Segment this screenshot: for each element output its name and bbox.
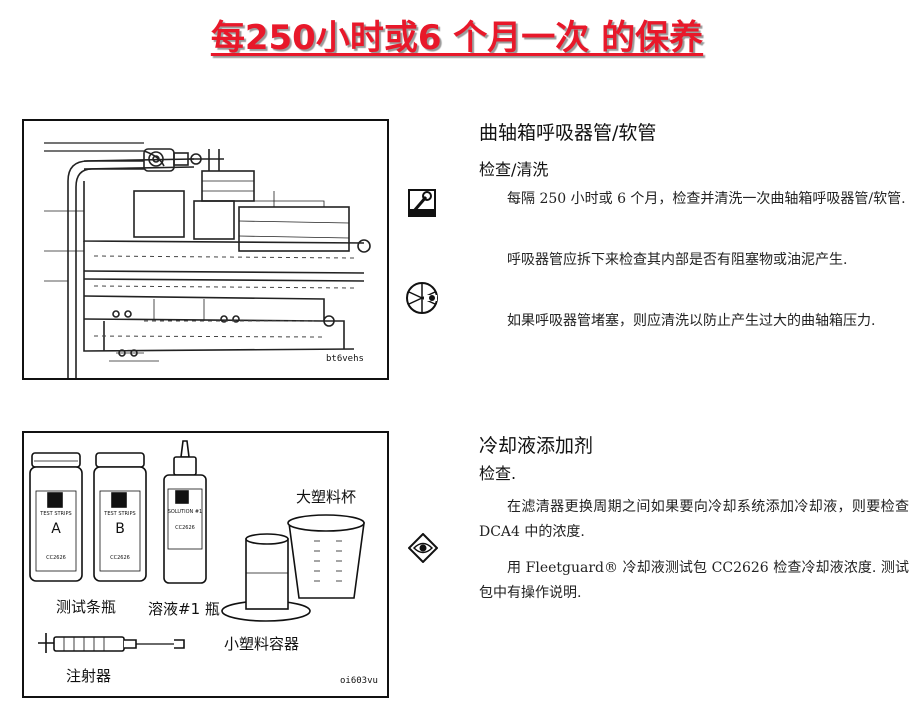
figure-code: oi603vu — [340, 676, 378, 686]
section1-heading: 曲轴箱呼吸器管/软管 — [479, 122, 657, 144]
crankcase-breather-figure: bt6vehs — [22, 119, 389, 380]
section2-paragraph: 在滤清器更换周期之间如果要向冷却系统添加冷却液，则要检查 DCA4 中的浓度. — [479, 499, 909, 540]
section2-heading: 冷却液添加剂 — [479, 435, 594, 457]
bottle-a-code: CC2626 — [46, 555, 66, 561]
large-cup-label: 大塑料杯 — [296, 488, 357, 506]
section1-paragraph: 呼吸器管应拆下来检查其内部是否有阻塞物或油泥产生. — [507, 252, 848, 268]
coolant-test-kit-figure: TEST STRIPS A CC2626 TEST STRIPS B CC262… — [22, 431, 389, 698]
section2-subheading: 检查. — [479, 464, 517, 483]
bottle-b-code: CC2626 — [110, 555, 130, 561]
bottle-b-letter: B — [115, 521, 125, 537]
page-title: 每250小时或6 个月一次 的保养 — [210, 18, 704, 58]
clean-icon — [404, 280, 440, 320]
section2-paragraph: 用 Fleetguard® 冷却液测试包 CC2626 检查冷却液浓度. 测试包… — [479, 560, 909, 601]
figure-code: bt6vehs — [326, 354, 364, 364]
test-strips-label: 测试条瓶 — [56, 598, 117, 616]
bottle-b-label: TEST STRIPS — [103, 511, 135, 517]
engine-illustration — [44, 142, 371, 378]
bottle-a-label: TEST STRIPS — [39, 511, 71, 517]
section1-paragraph: 每隔 250 小时或 6 个月，检查并清洗一次曲轴箱呼吸器管/软管. — [507, 191, 906, 207]
test-kit-illustration: TEST STRIPS A CC2626 TEST STRIPS B CC262… — [29, 440, 365, 653]
solution-bottle-label: SOLUTION #1 — [168, 509, 202, 515]
bottle-a-letter: A — [51, 521, 61, 537]
section1-paragraph: 如果呼吸器管堵塞，则应清洗以防止产生过大的曲轴箱压力. — [507, 313, 876, 329]
syringe-label: 注射器 — [66, 667, 112, 685]
section1-subheading: 检查/清洗 — [479, 160, 549, 179]
wrench-icon — [408, 189, 436, 221]
small-container-label: 小塑料容器 — [224, 635, 300, 653]
solution-bottle-caption: 溶液#1 瓶 — [148, 600, 220, 618]
solution-bottle-code: CC2626 — [175, 525, 195, 531]
inspect-eye-icon — [407, 532, 439, 567]
